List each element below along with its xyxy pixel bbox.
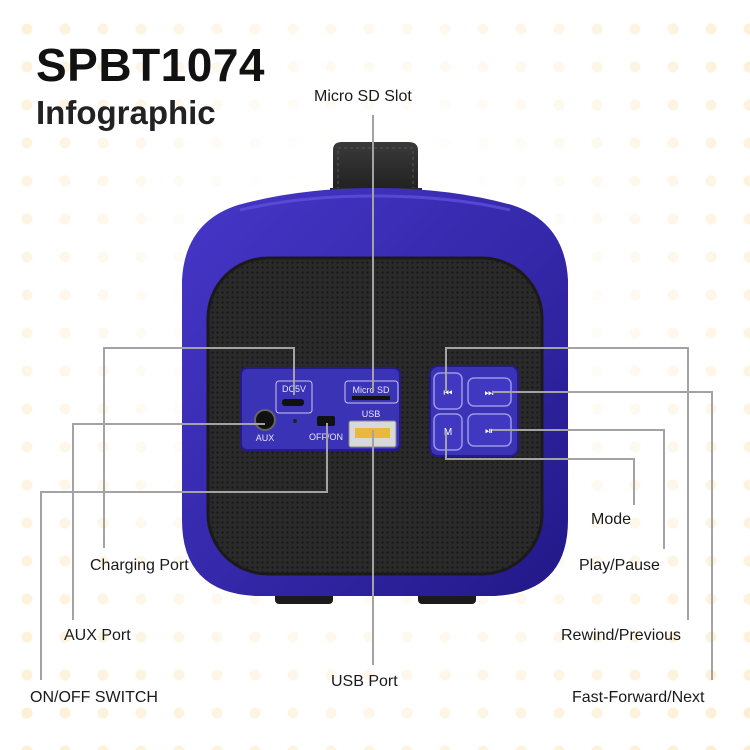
aux-port-label: AUX: [256, 433, 275, 443]
label-play-pause: Play/Pause: [579, 557, 660, 574]
label-aux-port: AUX Port: [64, 627, 131, 644]
label-on-off-switch: ON/OFF SWITCH: [30, 689, 158, 706]
label-micro-sd-slot: Micro SD Slot: [314, 88, 412, 105]
rewind-icon: ⏮: [444, 388, 453, 399]
dc5v-port-hole: [282, 399, 304, 406]
label-fast-forward-next: Fast-Forward/Next: [572, 689, 705, 706]
forward-icon: ⏭: [485, 388, 494, 399]
label-charging-port: Charging Port: [90, 557, 189, 574]
micro-sd-label: Micro SD: [352, 385, 390, 395]
aux-port-hole: [254, 409, 276, 431]
dc5v-port-label: DC5V: [282, 384, 306, 394]
label-usb-port: USB Port: [331, 673, 398, 690]
label-mode: Mode: [591, 511, 632, 528]
usb-port-label: USB: [362, 409, 381, 419]
label-rewind-previous: Rewind/Previous: [561, 627, 682, 644]
handle-strap-stitch: [337, 147, 414, 197]
micro-sd-frame: [344, 380, 399, 404]
speaker-body-highlight: [239, 194, 511, 212]
play-pause-icon: ⏯: [485, 426, 493, 437]
usb-port-tongue: [355, 428, 390, 438]
micro-sd-slot: [352, 396, 390, 400]
handle-strap: [333, 142, 418, 200]
on-off-switch: [317, 416, 335, 426]
page-title: SPBT1074: [36, 39, 266, 91]
on-off-label: OFF/ON: [309, 432, 343, 442]
mode-button-label: M: [444, 427, 452, 438]
status-led: [293, 419, 297, 423]
page-subtitle: Infographic: [36, 94, 216, 131]
